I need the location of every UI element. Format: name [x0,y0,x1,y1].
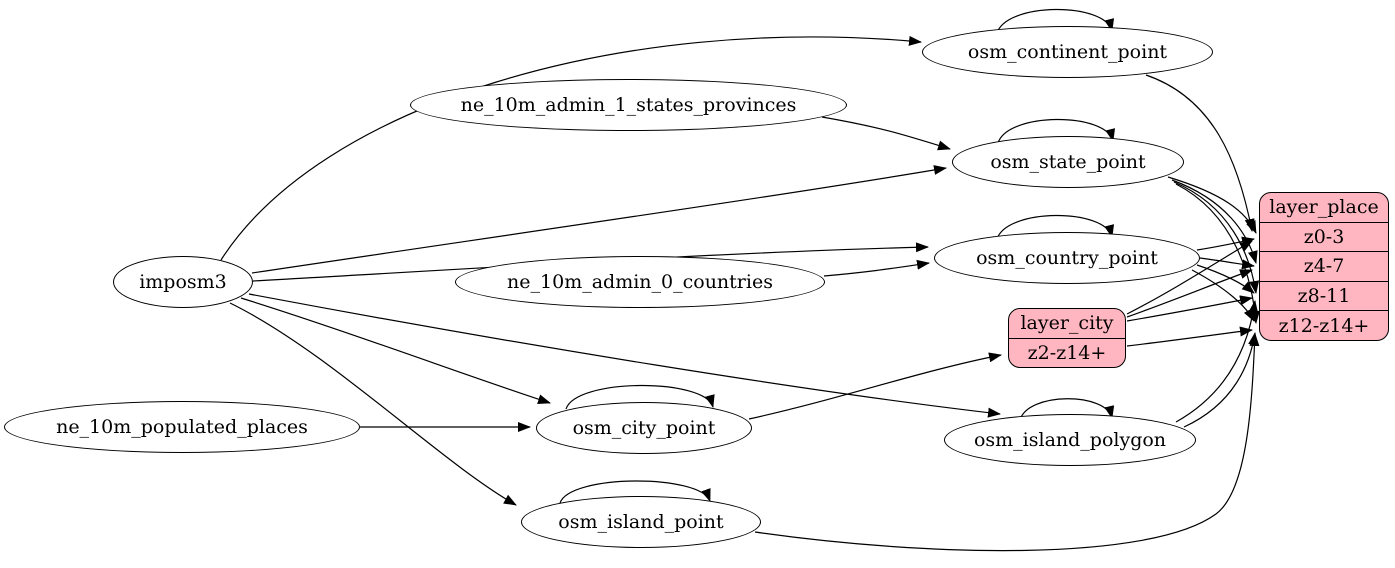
edge-layer_city-layer_place-z12-z14 [1126,326,1253,347]
node-ne-10m-admin-0-countries: ne_10m_admin_0_countries [455,256,825,308]
edge-osm_city_point-layer_city [748,352,1002,420]
node-osm-city-point: osm_city_point [536,402,752,454]
node-ne-10m-admin-1-states-provinces-label: ne_10m_admin_1_states_provinces [460,94,797,116]
node-osm-island-point-label: osm_island_point [558,511,724,533]
record-layer-place-row-z4-7: z4-7 [1260,251,1388,281]
node-osm-city-point-label: osm_city_point [572,417,716,439]
edge-ne_10m_admin_0_countries-osm_country_point [823,259,930,277]
node-osm-island-polygon-label: osm_island_polygon [973,429,1167,451]
node-imposm3: imposm3 [113,256,253,308]
edge-imposm3-osm_city_point [240,297,551,405]
edge-osm_country_point-layer_place-z0-3 [1196,236,1255,251]
edge-osm_state_point-layer_place-z0-3 [1167,176,1257,234]
node-osm-country-point-label: osm_country_point [976,247,1158,269]
node-ne-10m-populated-places-label: ne_10m_populated_places [56,416,308,438]
record-layer-city: layer_city z2-z14+ [1008,308,1126,368]
record-layer-city-title: layer_city [1020,312,1114,335]
edge-imposm3-osm_continent_point [220,35,922,261]
node-ne-10m-populated-places: ne_10m_populated_places [4,401,360,453]
node-osm-state-point: osm_state_point [952,136,1184,188]
node-osm-island-polygon: osm_island_polygon [944,414,1196,466]
record-layer-place-row-z0-3: z0-3 [1260,221,1388,252]
edge-layer_city-layer_place-z8-11 [1126,295,1253,322]
edge-osm_state_point-layer_place-z8-11 [1173,181,1260,294]
edge-osm_country_point-layer_place-z8-11 [1196,264,1255,294]
edge-osm_island_polygon-layer_place-z12-z14 [1183,332,1259,428]
edge-osm_island_polygon-layer_place-z8-11 [1175,300,1259,423]
edge-osm_country_point-layer_place-z12-z14 [1191,269,1255,322]
node-imposm3-label: imposm3 [139,271,227,293]
node-osm-continent-point-label: osm_continent_point [967,41,1168,63]
node-osm-country-point: osm_country_point [934,232,1200,284]
edge-ne_10m_admin_1_states_provinces-osm_state_point [821,116,951,151]
record-layer-place-title: layer_place [1269,196,1379,219]
record-layer-place: layer_place z0-3 z4-7 z8-11 z12-z14+ [1259,192,1389,341]
node-osm-state-point-label: osm_state_point [990,151,1146,173]
node-ne-10m-admin-0-countries-label: ne_10m_admin_0_countries [507,271,773,293]
node-osm-continent-point: osm_continent_point [922,26,1213,78]
node-ne-10m-admin-1-states-provinces: ne_10m_admin_1_states_provinces [410,79,847,131]
node-osm-island-point: osm_island_point [521,496,761,548]
edge-imposm3-osm_island_polygon [248,293,1001,418]
record-layer-city-row-z2-z14: z2-z14+ [1009,337,1125,368]
record-layer-place-row-z8-11: z8-11 [1260,280,1388,311]
record-layer-place-row-z12-z14: z12-z14+ [1260,310,1388,340]
edge-osm_country_point-layer_place-z4-7 [1199,257,1255,270]
